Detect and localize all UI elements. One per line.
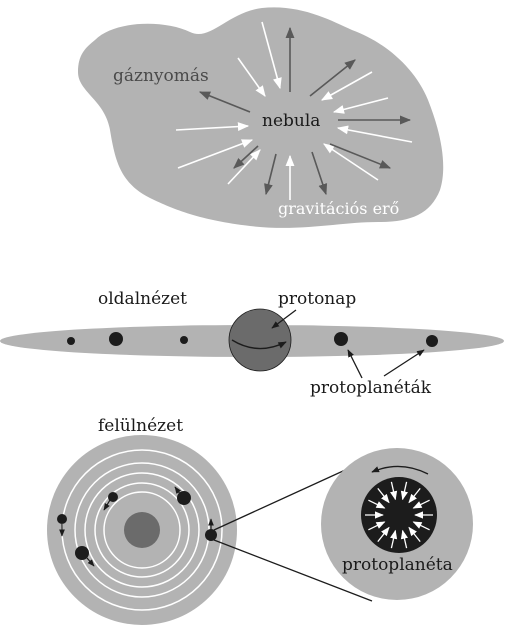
nebula-label: nebula bbox=[262, 111, 320, 131]
protoplanet-side-1 bbox=[67, 337, 75, 345]
protoplanet-top-5 bbox=[205, 529, 217, 541]
protoplanet-side-2 bbox=[109, 332, 123, 346]
nebula-cloud bbox=[78, 7, 443, 228]
side-view-panel: oldalnézet protonap protoplanéták bbox=[0, 289, 504, 398]
gravity-label: gravitációs erő bbox=[278, 199, 399, 218]
protoplanet-label: protoplanéta bbox=[342, 555, 453, 575]
side-view-title: oldalnézet bbox=[98, 289, 187, 309]
protoplanet-side-4 bbox=[334, 332, 348, 346]
protoplanet-top-3 bbox=[57, 514, 67, 524]
top-view-title: felülnézet bbox=[98, 416, 183, 436]
protosun bbox=[229, 309, 291, 371]
protoplanet-top-4 bbox=[75, 546, 89, 560]
protosun-top bbox=[124, 512, 160, 548]
nebula-panel: nebula gáznyomás gravitációs erő bbox=[78, 7, 443, 228]
protoplanet-side-5 bbox=[426, 335, 438, 347]
protoplanets-label: protoplanéták bbox=[310, 378, 432, 398]
protosun-label: protonap bbox=[278, 289, 356, 309]
top-view-panel: felülnézet protoplanéta bbox=[47, 416, 473, 625]
protoplanet-side-3 bbox=[180, 336, 188, 344]
gas-pressure-label: gáznyomás bbox=[113, 66, 209, 86]
